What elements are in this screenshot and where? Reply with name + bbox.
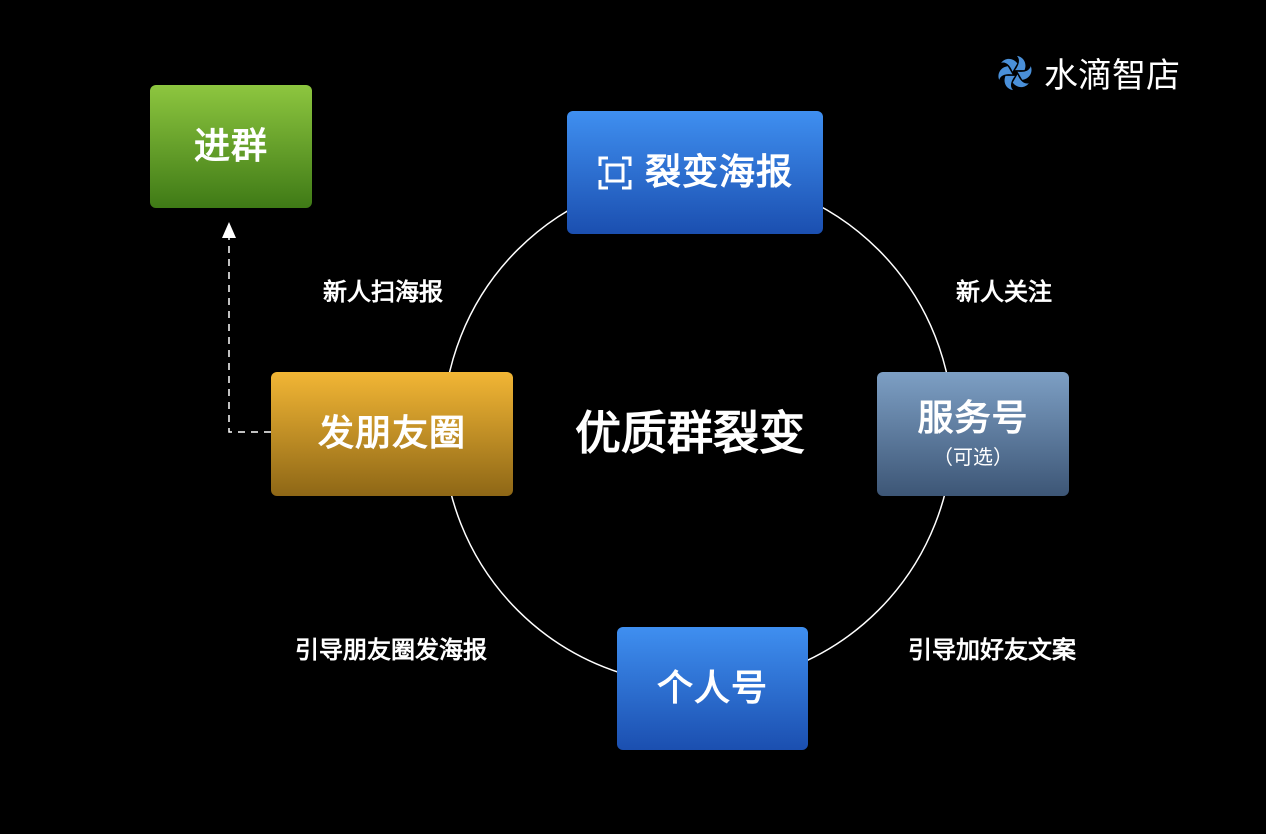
center-title: 优质群裂变 [575,406,805,460]
dashed-arrow-to-group [228,238,271,433]
node-service-account: 服务号 （可选） [877,372,1069,496]
node-service-account-optional: （可选） [933,445,1013,470]
brand-name: 水滴智店 [1044,56,1180,96]
node-service-account-label: 服务号 [917,397,1029,439]
arrowhead-up [222,222,236,238]
edge-label-follow: 新人关注 [956,278,1052,306]
node-fission-poster: 裂变海报 [567,111,823,234]
edge-label-scan-poster: 新人扫海报 [323,278,443,306]
brand: 水滴智店 [996,48,1180,97]
scan-frame-icon [598,156,632,189]
node-post-moments-label: 发朋友圈 [317,413,466,455]
edge-label-friend-guide: 引导加好友文案 [908,636,1076,664]
pinwheel-logo-icon [998,55,1032,90]
node-personal-account-label: 个人号 [656,667,768,709]
node-join-group-label: 进群 [193,125,268,167]
node-join-group: 进群 [150,85,312,208]
node-post-moments: 发朋友圈 [271,372,513,496]
node-fission-poster-label: 裂变海报 [644,151,793,193]
node-personal-account: 个人号 [617,627,808,750]
edge-label-moments-guide: 引导朋友圈发海报 [295,636,487,664]
